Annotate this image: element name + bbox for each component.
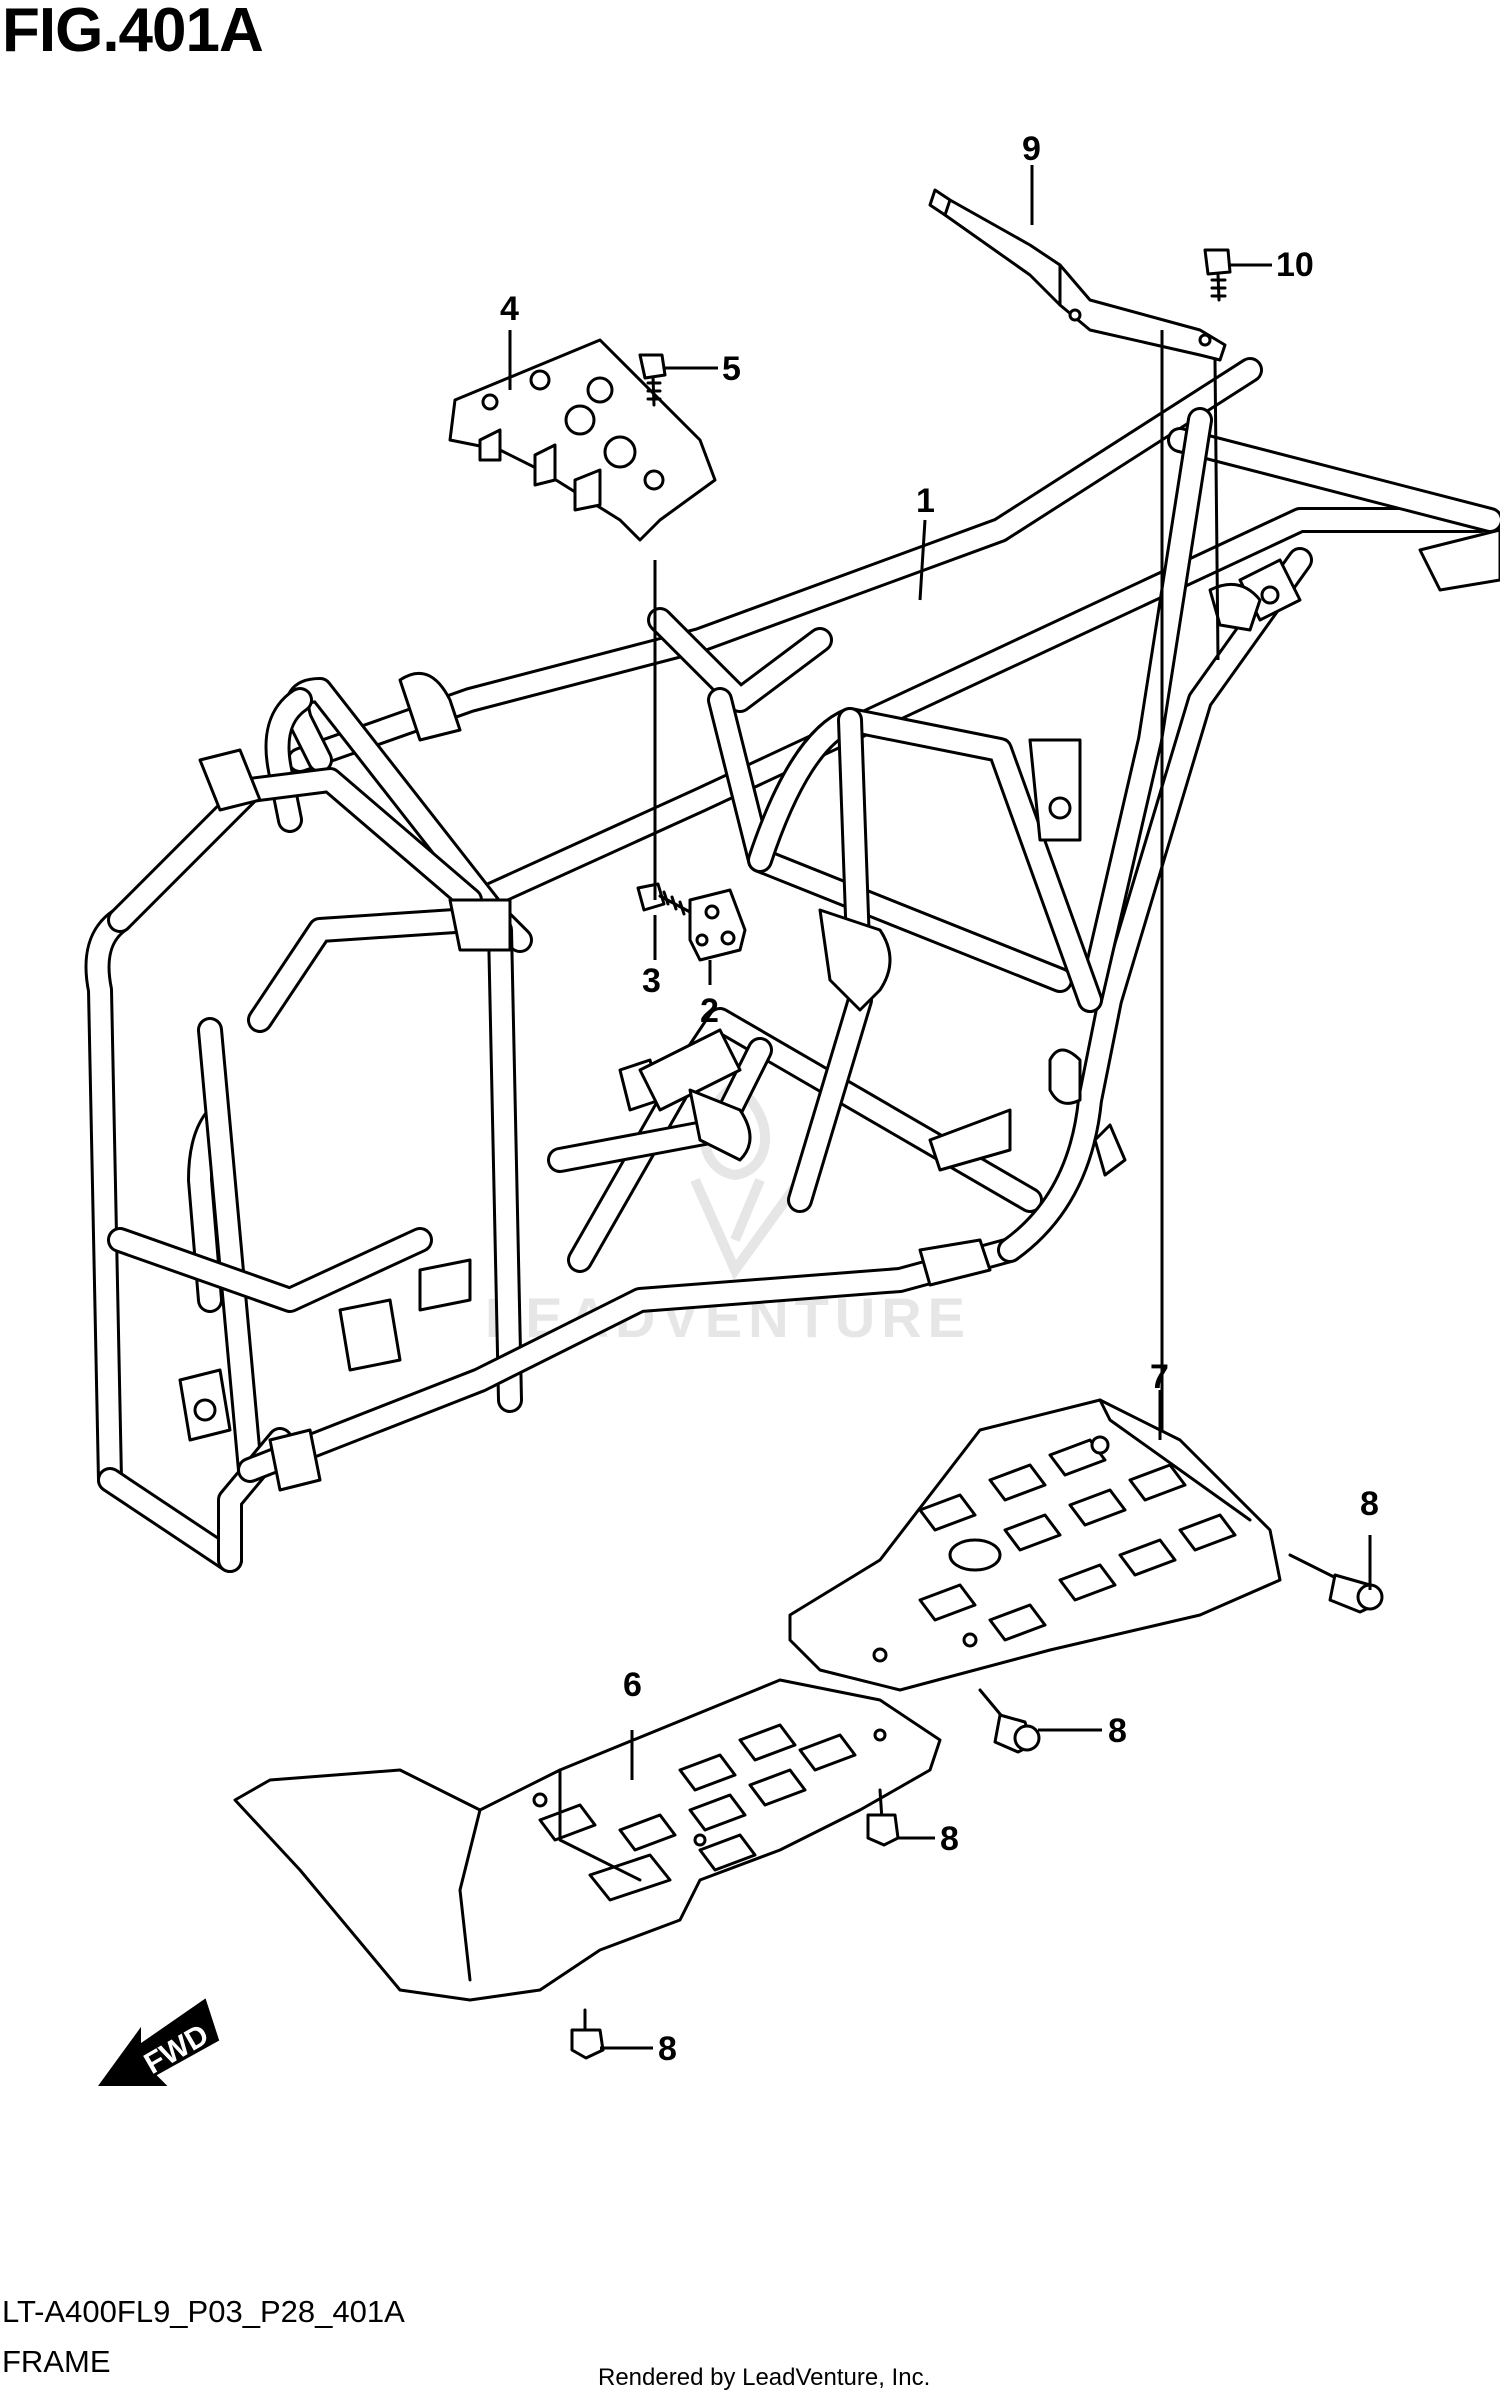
callout-6: 6 — [623, 1666, 642, 1704]
callout-10: 10 — [1276, 246, 1314, 284]
bolt-icon[interactable] — [570, 2008, 605, 2060]
bolt-icon[interactable] — [866, 1788, 900, 1847]
seat-bracket-part-4[interactable] — [448, 338, 717, 542]
front-skid-plate-part-6[interactable] — [233, 1678, 942, 2002]
bolt-icon[interactable] — [638, 353, 667, 407]
figure-title: FIG.401A — [2, 0, 264, 65]
bolt-icon[interactable] — [636, 882, 692, 916]
plate-bracket-part-2[interactable] — [688, 888, 747, 962]
callout-7: 7 — [1150, 1358, 1169, 1396]
callout-8-front-bottom: 8 — [658, 2030, 677, 2068]
model-code: LT-A400FL9_P03_P28_401A — [2, 2294, 405, 2329]
bolt-icon[interactable] — [1288, 1553, 1384, 1614]
rear-skid-plate-part-7[interactable] — [788, 1398, 1282, 1692]
bolt-icon[interactable] — [978, 1688, 1041, 1754]
main-frame-part-1[interactable] — [84, 357, 1500, 1573]
section-name: FRAME — [2, 2344, 111, 2379]
leader-lines — [508, 165, 1372, 2050]
callout-1: 1 — [916, 482, 935, 520]
callout-9: 9 — [1022, 130, 1041, 168]
fwd-arrow-icon: FWD — [98, 1998, 220, 2086]
callout-4: 4 — [500, 290, 519, 328]
callout-8-rear-side: 8 — [1360, 1485, 1379, 1523]
callout-3: 3 — [642, 962, 661, 1000]
rear-brace-part-9[interactable] — [928, 188, 1227, 362]
callout-8-front-side: 8 — [940, 1820, 959, 1858]
callout-2: 2 — [700, 992, 719, 1030]
rendered-by-credit: Rendered by LeadVenture, Inc. — [598, 2364, 931, 2391]
bolt-icon[interactable] — [1203, 248, 1232, 302]
callout-5: 5 — [722, 350, 741, 388]
callout-8-rear-bottom: 8 — [1108, 1712, 1127, 1750]
